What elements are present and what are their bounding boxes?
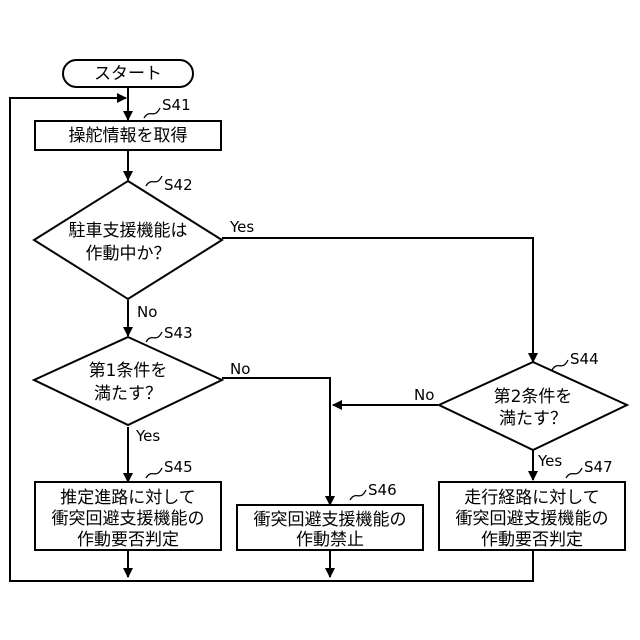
s45-leader <box>146 468 162 478</box>
s47-text-line1: 走行経路に対して <box>464 488 600 508</box>
s45-text-line2: 衝突回避支援機能の <box>52 509 205 529</box>
step-s44: 第2条件を 満たす？ S44 No Yes <box>414 350 627 470</box>
s43-text-line2: 満たす？ <box>94 384 162 404</box>
s42-text-line2: 作動中か？ <box>86 244 171 264</box>
s46-id: S46 <box>368 481 397 499</box>
s46-leader <box>350 490 366 500</box>
s47-leader <box>566 468 582 478</box>
arrow-s42-yes-to-s44 <box>222 238 533 362</box>
s44-id: S44 <box>570 350 599 368</box>
s44-no-label: No <box>414 386 434 404</box>
s42-leader <box>146 176 162 186</box>
s43-diamond <box>34 337 222 425</box>
s44-text-line2: 満たす？ <box>499 409 567 429</box>
arrow-s43-no-to-s46 <box>222 378 330 505</box>
s41-leader <box>144 108 160 118</box>
s45-text-line1: 推定進路に対して <box>60 488 196 508</box>
s46-text-line1: 衝突回避支援機能の <box>254 510 407 530</box>
s43-text-line1: 第1条件を <box>89 361 168 381</box>
s46-text-line2: 作動禁止 <box>296 530 364 550</box>
s45-id: S45 <box>164 458 193 476</box>
s42-text-line1: 駐車支援機能は <box>69 221 188 241</box>
s47-text-line2: 衝突回避支援機能の <box>456 509 609 529</box>
s44-leader <box>552 360 568 370</box>
s41-id: S41 <box>162 96 191 114</box>
step-s42: 駐車支援機能は 作動中か？ S42 Yes No <box>34 176 254 321</box>
s47-id: S47 <box>584 458 613 476</box>
s43-yes-label: Yes <box>135 427 160 445</box>
s44-text-line1: 第2条件を <box>494 387 573 407</box>
s42-yes-label: Yes <box>229 218 254 236</box>
start-label: スタート <box>94 64 162 84</box>
s42-id: S42 <box>164 176 193 194</box>
s41-text: 操舵情報を取得 <box>69 126 188 146</box>
s43-leader <box>146 332 162 342</box>
s47-text-line3: 作動要否判定 <box>481 530 583 550</box>
s44-yes-label: Yes <box>537 452 562 470</box>
s42-no-label: No <box>137 303 157 321</box>
s43-id: S43 <box>164 324 193 342</box>
step-s43: 第1条件を 満たす？ S43 No Yes <box>34 324 250 445</box>
s45-text-line3: 作動要否判定 <box>77 530 179 550</box>
s43-no-label: No <box>230 360 250 378</box>
start-terminal: スタート <box>63 60 193 87</box>
